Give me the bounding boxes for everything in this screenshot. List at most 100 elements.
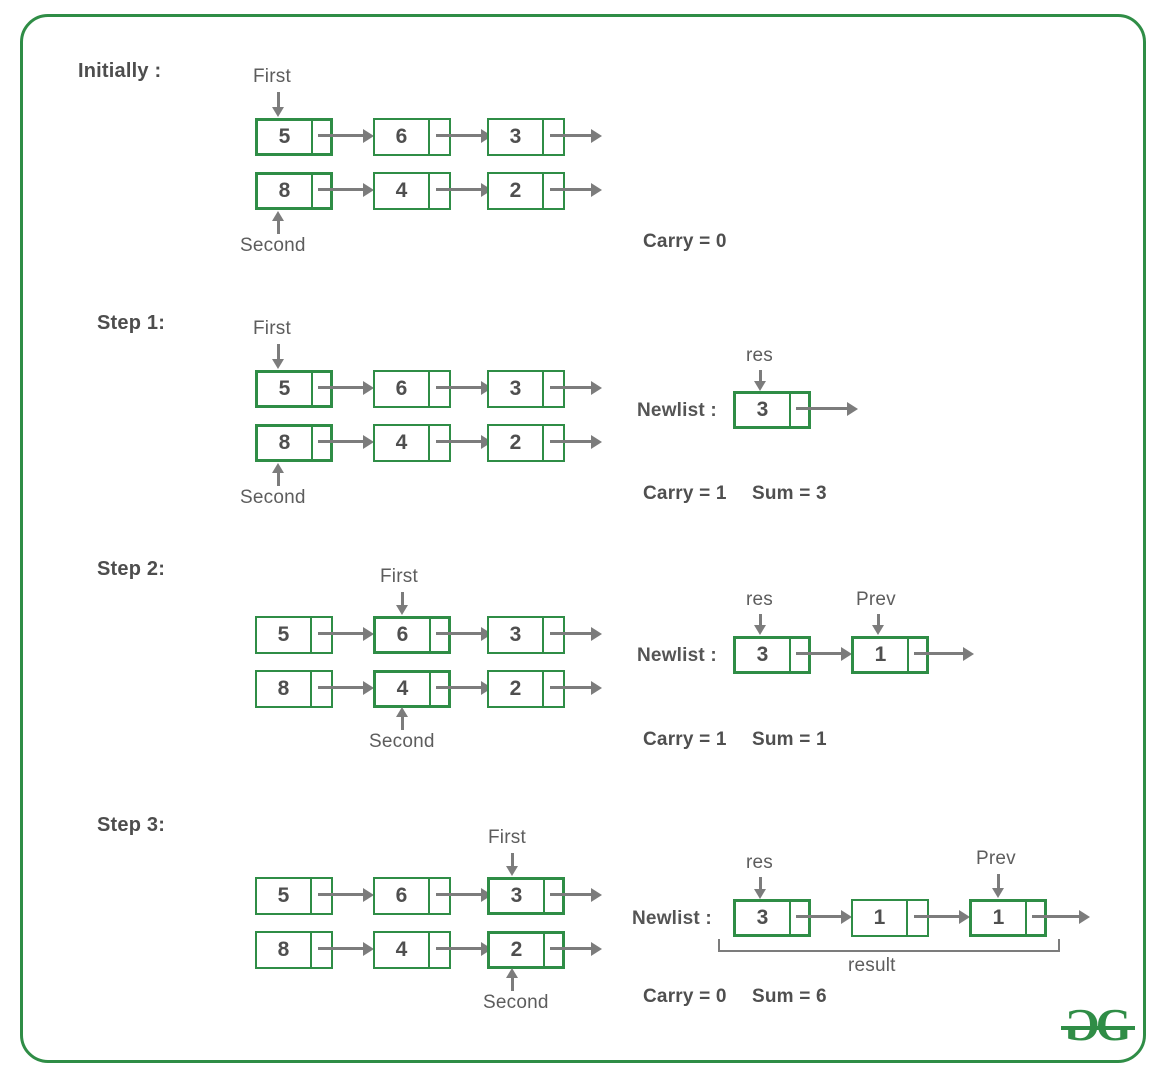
- node-value: 8: [257, 672, 312, 706]
- node-value: 8: [258, 175, 313, 207]
- list-node: 8: [255, 670, 333, 708]
- node-value: 6: [375, 879, 430, 913]
- second-pointer-label: Second: [240, 235, 306, 256]
- arrow-up-icon: [272, 211, 284, 234]
- first-pointer-label: First: [488, 827, 526, 848]
- newlist-label: Newlist :: [637, 400, 717, 421]
- node-pointer: [909, 639, 926, 671]
- arrow-right-icon: [914, 646, 974, 661]
- prev-pointer-label: Prev: [976, 848, 1016, 869]
- node-pointer: [544, 618, 563, 652]
- node-pointer: [312, 618, 331, 652]
- result-bracket: [718, 939, 1060, 952]
- arrow-down-icon: [754, 877, 766, 899]
- arrow-down-icon: [272, 344, 284, 369]
- node-value: 5: [258, 121, 313, 153]
- section-title-step1: Step 1:: [97, 312, 166, 334]
- node-pointer: [430, 879, 449, 913]
- arrow-right-icon: [318, 182, 374, 197]
- arrow-right-icon: [318, 941, 374, 956]
- node-pointer: [431, 619, 448, 651]
- logo-mirrored-g: G: [1064, 999, 1100, 1050]
- node-pointer: [430, 372, 449, 406]
- arrow-down-icon: [396, 592, 408, 615]
- arrow-right-icon: [550, 434, 602, 449]
- first-pointer-label: First: [380, 566, 418, 587]
- list-node: 5: [255, 877, 333, 915]
- list-node: 4: [373, 172, 451, 210]
- second-pointer-label: Second: [240, 487, 306, 508]
- arrow-right-icon: [436, 680, 492, 695]
- arrow-down-icon: [754, 614, 766, 635]
- second-pointer-label: Second: [483, 992, 549, 1013]
- arrow-right-icon: [318, 626, 374, 641]
- second-pointer-label: Second: [369, 731, 435, 752]
- section-title-step2: Step 2:: [97, 558, 166, 580]
- node-value: 4: [375, 426, 430, 460]
- list-node: 3: [487, 877, 565, 915]
- node-value: 4: [375, 174, 430, 208]
- list-node: 3: [487, 616, 565, 654]
- list-node: 6: [373, 370, 451, 408]
- list-node: 3: [487, 370, 565, 408]
- arrow-right-icon: [436, 128, 492, 143]
- sum-status: Sum = 6: [752, 986, 827, 1007]
- node-pointer: [312, 933, 331, 967]
- node-pointer: [908, 901, 927, 935]
- arrow-down-icon: [754, 370, 766, 391]
- arrow-right-icon: [550, 182, 602, 197]
- first-pointer-label: First: [253, 318, 291, 339]
- res-pointer-label: res: [746, 345, 773, 366]
- node-value: 1: [853, 901, 908, 935]
- arrow-right-icon: [436, 434, 492, 449]
- list-node: 8: [255, 931, 333, 969]
- node-pointer: [544, 672, 563, 706]
- list-node: 6: [373, 877, 451, 915]
- newlist-node: 3: [733, 636, 811, 674]
- arrow-right-icon: [550, 128, 602, 143]
- node-value: 3: [489, 372, 544, 406]
- res-pointer-label: res: [746, 589, 773, 610]
- arrow-down-icon: [272, 92, 284, 117]
- arrow-right-icon: [318, 128, 374, 143]
- node-pointer: [313, 373, 330, 405]
- node-pointer: [791, 394, 808, 426]
- section-title-initially: Initially :: [78, 60, 162, 82]
- node-value: 2: [489, 174, 544, 208]
- list-node: 5: [255, 370, 333, 408]
- newlist-node: 3: [733, 391, 811, 429]
- node-value: 1: [972, 902, 1027, 934]
- logo-crossbar: [1061, 1026, 1135, 1030]
- node-value: 6: [375, 120, 430, 154]
- arrow-right-icon: [1032, 909, 1090, 924]
- arrow-right-icon: [436, 182, 492, 197]
- newlist-label: Newlist :: [637, 645, 717, 666]
- carry-status: Carry = 1: [643, 729, 727, 750]
- arrow-right-icon: [318, 380, 374, 395]
- list-node: 2: [487, 424, 565, 462]
- node-value: 3: [489, 120, 544, 154]
- arrow-right-icon: [796, 646, 852, 661]
- node-value: 6: [375, 372, 430, 406]
- node-value: 3: [736, 902, 791, 934]
- arrow-right-icon: [796, 909, 852, 924]
- sum-status: Sum = 1: [752, 729, 827, 750]
- logo-g: G: [1095, 999, 1132, 1050]
- node-value: 3: [489, 618, 544, 652]
- node-pointer: [313, 427, 330, 459]
- node-value: 3: [736, 394, 791, 426]
- list-node: 8: [255, 424, 333, 462]
- arrow-right-icon: [318, 680, 374, 695]
- node-pointer: [430, 426, 449, 460]
- list-node: 6: [373, 118, 451, 156]
- arrow-right-icon: [550, 380, 602, 395]
- arrow-up-icon: [272, 463, 284, 486]
- list-node: 5: [255, 616, 333, 654]
- prev-pointer-label: Prev: [856, 589, 896, 610]
- arrow-down-icon: [506, 853, 518, 876]
- node-value: 5: [257, 879, 312, 913]
- node-pointer: [544, 372, 563, 406]
- arrow-right-icon: [550, 941, 602, 956]
- arrow-right-icon: [318, 434, 374, 449]
- node-pointer: [431, 673, 448, 705]
